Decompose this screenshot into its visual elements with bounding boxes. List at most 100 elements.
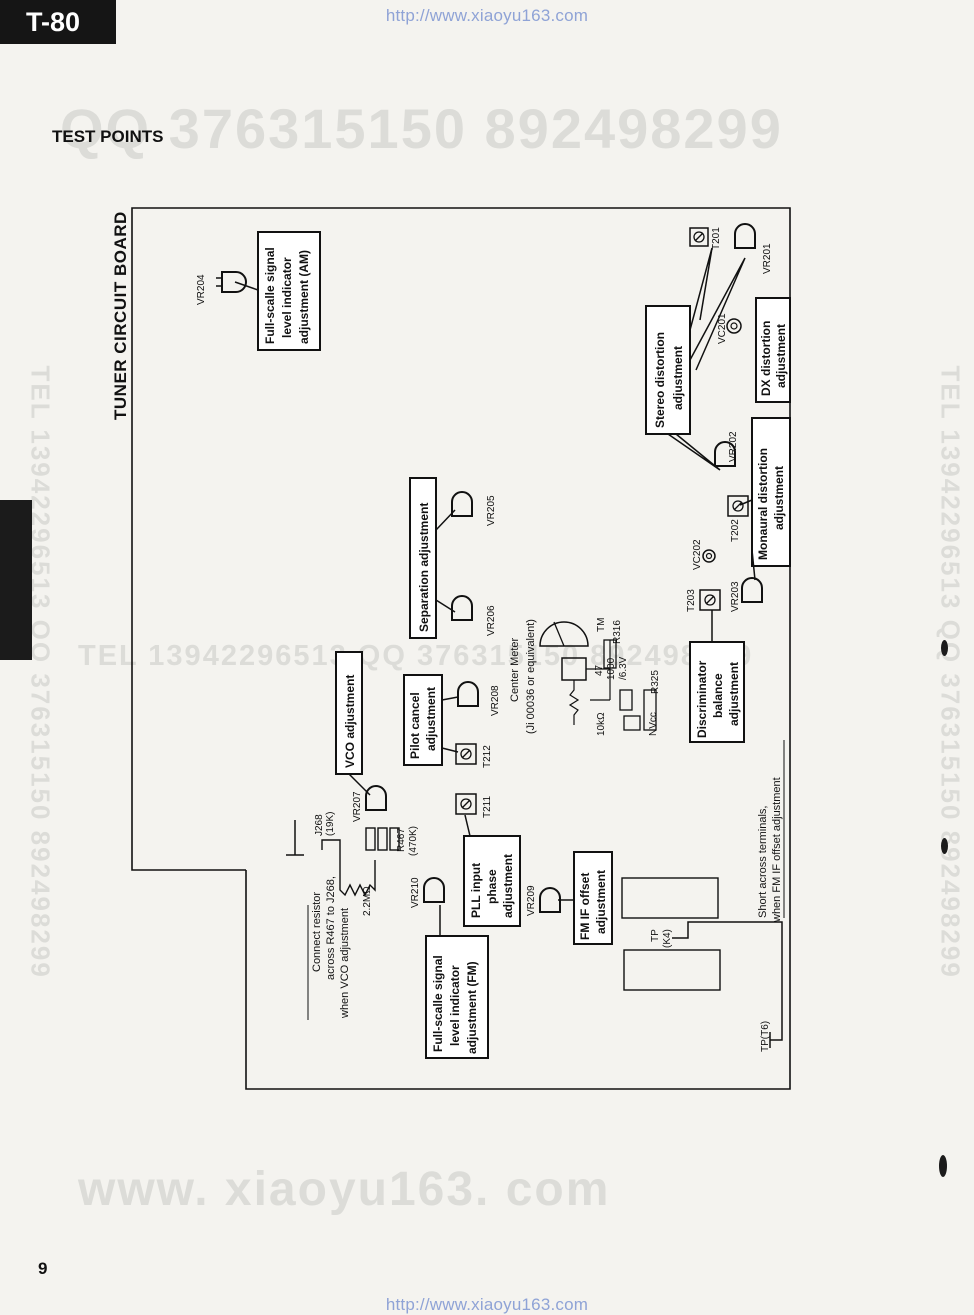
diagram-stroke: adjustment <box>772 466 786 530</box>
diagram-stroke: Separation adjustment <box>417 503 431 632</box>
diagram-stroke <box>365 827 376 851</box>
ic-block-upper <box>621 877 719 919</box>
diagram-stroke <box>539 887 561 913</box>
label-vr203: VR203 <box>730 581 741 612</box>
diagram-stroke: adjustment <box>424 687 438 751</box>
board-outline <box>131 207 791 1090</box>
label-vr208: VR208 <box>490 685 501 716</box>
diagram-stroke <box>751 417 791 567</box>
diagram-stroke: balance <box>711 673 725 718</box>
diagram-stroke: DX distortion <box>759 321 773 396</box>
diagram-stroke <box>460 798 472 810</box>
note-center-meter-0: Center Meter <box>509 637 521 702</box>
label-vc202: VC202 <box>692 539 703 570</box>
diagram-stroke: adjustment (FM) <box>465 961 479 1054</box>
diagram-stroke <box>409 477 437 639</box>
diagram-stroke <box>645 305 691 435</box>
diagram-stroke: PLL input <box>469 863 483 918</box>
vr-symbol-vr207 <box>365 785 387 811</box>
transformer-t201 <box>689 227 709 247</box>
vr-symbol-vr209 <box>539 887 561 913</box>
diagram-stroke: level indicator <box>280 257 294 338</box>
callout-separation: Separation adjustment <box>409 477 437 639</box>
transformer-t203 <box>699 589 721 611</box>
diagram-stroke <box>460 748 472 760</box>
label-vr209: VR209 <box>526 885 537 916</box>
diagram-stroke: adjustment <box>727 662 741 726</box>
diagram-stroke: Stereo distortion <box>653 332 667 428</box>
label-tm: TM <box>596 618 607 632</box>
diagram-stroke: adjustment (AM) <box>297 250 311 344</box>
trimmer-vc201 <box>726 318 742 334</box>
diagram-stroke <box>463 835 521 927</box>
diagram-stroke <box>643 689 657 731</box>
vr-symbol-vr206 <box>451 595 473 621</box>
diagram-stroke <box>389 827 400 851</box>
note-short-terminals-1: when FM IF offset adjustment <box>771 777 783 923</box>
ic-block-lower <box>623 949 721 991</box>
diagram-stroke: adjustment <box>594 870 608 934</box>
diagram-stroke <box>457 681 479 707</box>
vr-symbol-vr203 <box>741 577 763 603</box>
label-res-10k: 10kΩ <box>596 712 607 736</box>
vr-symbol-vr202 <box>714 441 736 467</box>
diagram-stroke <box>539 621 589 647</box>
source-url-top[interactable]: http://www.xiaoyu163.com <box>385 6 589 25</box>
diagram-stroke <box>705 595 715 605</box>
vr-symbol-vr205 <box>451 491 473 517</box>
label-t203: T203 <box>686 589 697 612</box>
source-url-bottom[interactable]: http://www.xiaoyu163.com <box>385 1295 589 1314</box>
edge-dot <box>939 1155 947 1177</box>
label-tp-t6: TP(T6) <box>760 1021 771 1052</box>
label-tp-k4-sub: (K4) <box>662 929 673 948</box>
vco-jumper-wire <box>321 839 376 897</box>
diagram-stroke <box>689 641 745 743</box>
diagram-stroke <box>714 441 736 467</box>
label-r467-value: (470K) <box>408 826 419 856</box>
diagram-stroke: level indicator <box>448 965 462 1046</box>
resistor-r467-group <box>365 827 400 851</box>
label-j268-value: (19K) <box>325 812 336 836</box>
edge-dot <box>941 838 948 854</box>
label-resistor-value: 2.2MΩ <box>362 886 373 916</box>
diagram-stroke <box>441 696 459 701</box>
diagram-stroke <box>403 674 443 766</box>
diagram-stroke: adjustment <box>501 854 515 918</box>
diagram-stroke <box>667 433 721 471</box>
label-t201: T201 <box>711 227 722 250</box>
label-cap-voltage: /6.3V <box>618 656 629 680</box>
label-r325: R325 <box>650 670 661 694</box>
model-badge: T-80 <box>0 0 116 44</box>
diagram-stroke <box>461 749 471 759</box>
diagram-stroke <box>451 491 473 517</box>
label-nvcc: NVcc <box>648 712 659 736</box>
diagram-stroke <box>423 877 445 903</box>
callout-monaural-distortion: Monaural distortion adjustment <box>751 417 791 567</box>
diagram-stroke <box>221 271 247 293</box>
diagram-stroke <box>573 851 613 945</box>
label-vr202: VR202 <box>728 431 739 462</box>
diagram-stroke <box>257 231 321 351</box>
diagram-stroke <box>704 594 716 606</box>
diagram-stroke <box>568 680 580 725</box>
diagram-stroke <box>464 814 471 837</box>
diagram-stroke <box>733 501 743 511</box>
diagram-stroke <box>451 595 473 621</box>
diagram-stroke <box>732 500 744 512</box>
vr-symbol-vr208 <box>457 681 479 707</box>
diagram-stroke <box>734 223 756 249</box>
label-cap-value: 1000 <box>606 657 617 680</box>
label-vr204: VR204 <box>196 274 207 305</box>
label-tp-k4: TP <box>650 929 661 942</box>
diagram-stroke <box>623 715 641 731</box>
label-t202: T202 <box>730 519 741 542</box>
binding-edge-bar <box>0 500 32 660</box>
diagram-stroke: phase <box>485 869 499 904</box>
page-number: 9 <box>38 1259 48 1278</box>
transformer-t202 <box>727 495 749 517</box>
label-vr207: VR207 <box>352 791 363 822</box>
callout-dx-distortion: DX distortion adjustment <box>755 297 791 403</box>
diagram-stroke <box>461 799 471 809</box>
label-vr201: VR201 <box>762 243 773 274</box>
